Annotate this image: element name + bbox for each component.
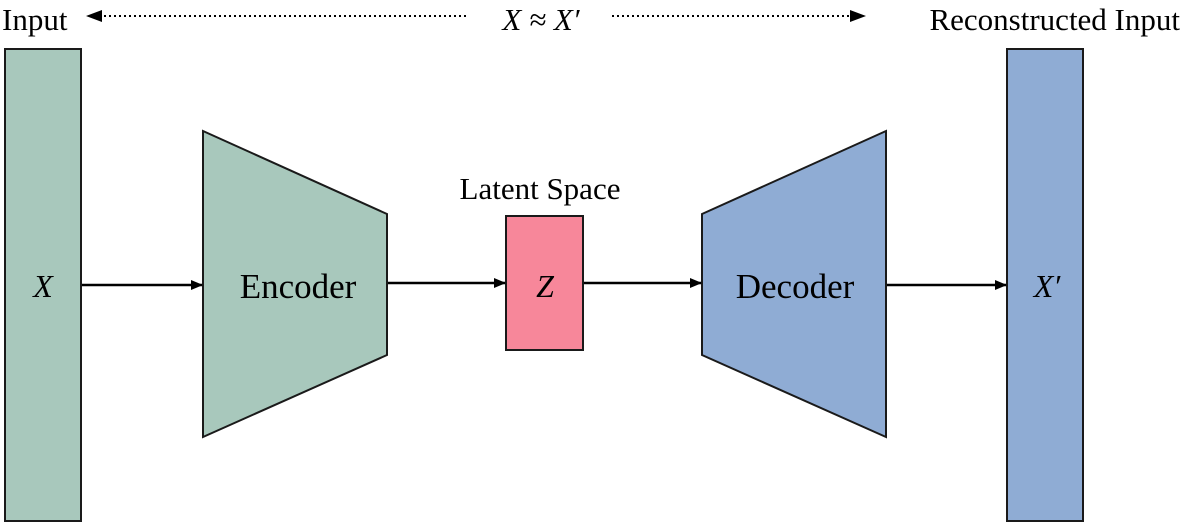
latent-space-title: Latent Space: [460, 171, 621, 206]
input-symbol: X: [31, 268, 54, 304]
reconstruction-relation: X ≈ X′: [500, 2, 580, 37]
output-bar: [1006, 48, 1084, 522]
left-dotted-arrow: [86, 10, 466, 22]
latent-space-box: [505, 215, 584, 351]
encoder-block: [202, 129, 388, 439]
input-bar: [4, 48, 82, 522]
input-header-label: Input: [2, 2, 68, 37]
latent-symbol: Z: [536, 268, 555, 304]
output-symbol: X′: [1032, 268, 1062, 304]
right-dotted-arrow: [612, 10, 866, 22]
decoder-label: Decoder: [736, 267, 855, 306]
decoder-block: [701, 129, 887, 439]
reconstructed-input-header-label: Reconstructed Input: [929, 2, 1180, 37]
encoder-label: Encoder: [240, 267, 357, 306]
